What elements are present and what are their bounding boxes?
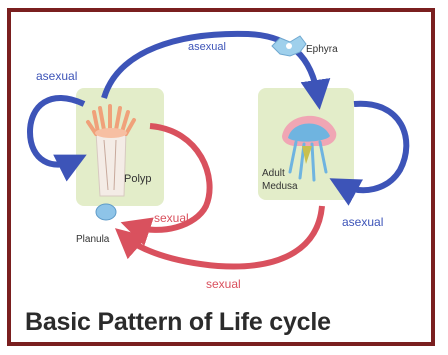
figure-caption: Basic Pattern of Life cycle: [25, 308, 425, 337]
asexual-label-top: asexual: [188, 41, 226, 53]
sexual-label-bottom: sexual: [206, 277, 241, 291]
planula-label: Planula: [76, 234, 110, 245]
polyp-label: Polyp: [124, 173, 152, 185]
adult-medusa-label-line1: Adult: [262, 168, 285, 179]
adult-medusa-label-line2: Medusa: [262, 181, 298, 192]
life-cycle-diagram: asexual Ephyra asexual Polyp Adult Medus…: [0, 0, 448, 300]
planula-illustration: [96, 204, 116, 220]
sexual-label-middle: sexual: [154, 211, 189, 225]
asexual-label-left: asexual: [36, 69, 77, 83]
asexual-arrow-left: [30, 98, 84, 165]
ephyra-label: Ephyra: [306, 44, 338, 55]
asexual-label-right: asexual: [342, 215, 383, 229]
